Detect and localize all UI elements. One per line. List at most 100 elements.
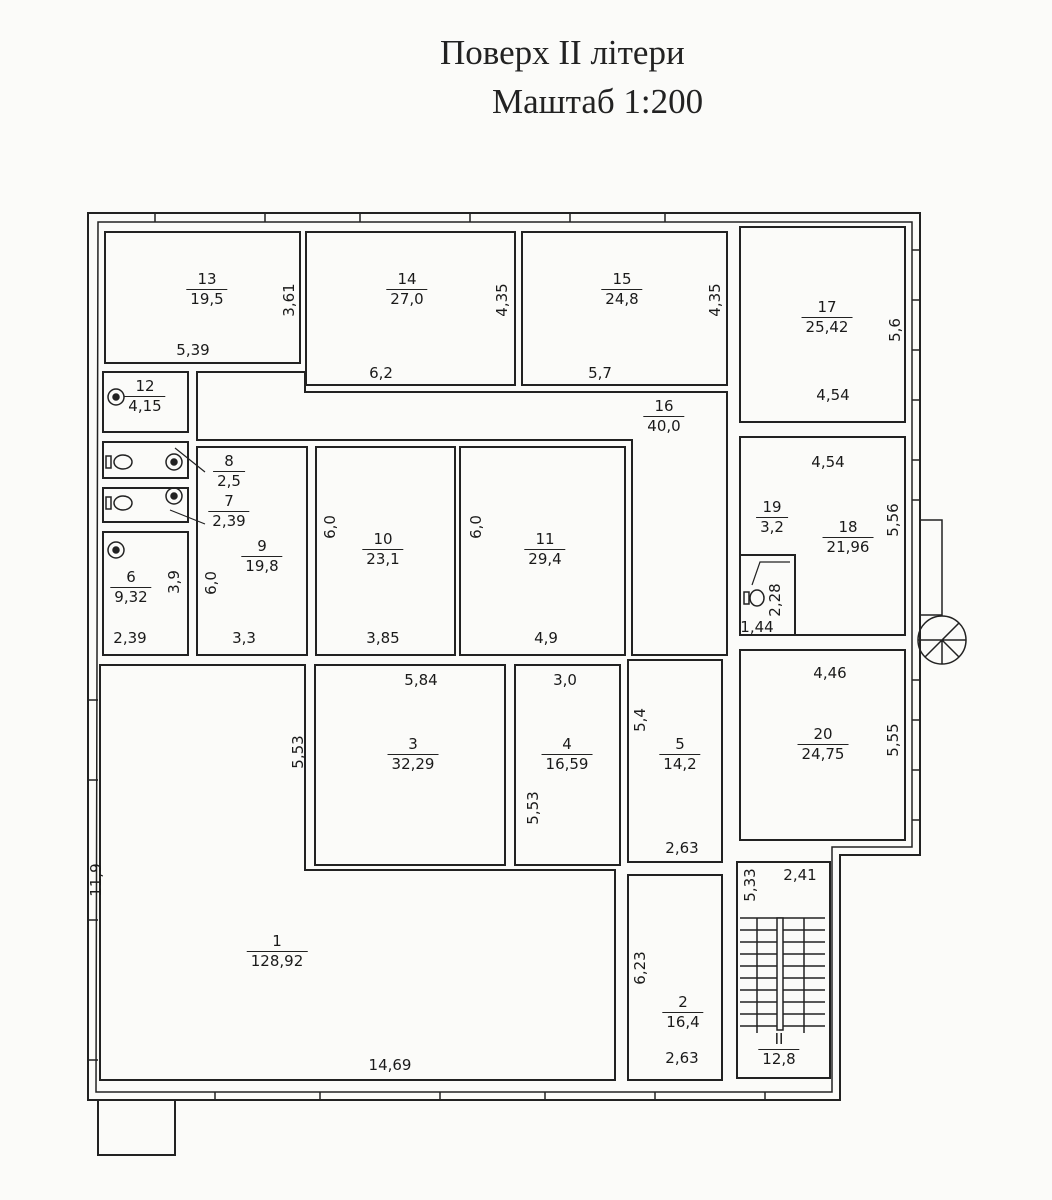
room-number: 11 [524, 530, 566, 550]
windows [88, 213, 920, 1100]
room-area: 12,8 [762, 1050, 796, 1068]
room-number: 8 [213, 452, 245, 472]
room-area: 16,59 [545, 755, 589, 773]
room-number: 19 [756, 498, 788, 518]
dimension: 5,53 [524, 791, 542, 825]
dimension: 5,39 [176, 341, 210, 359]
room-area: 4,15 [128, 397, 162, 415]
dimension: 3,9 [165, 570, 183, 594]
dimension: 6,2 [369, 364, 393, 382]
room-area: 24,8 [605, 290, 639, 308]
room-number: 18 [822, 518, 874, 538]
dimension: 5,4 [631, 708, 649, 732]
dimension: 5,53 [289, 735, 307, 769]
room-area: 3,2 [760, 518, 784, 536]
dimension: 4,9 [534, 629, 558, 647]
dimension: 4,54 [811, 453, 845, 471]
room-number: 10 [362, 530, 404, 550]
dimension: 1,44 [740, 618, 774, 636]
dimension: 2,39 [113, 629, 147, 647]
dimension: 3,0 [553, 671, 577, 689]
dimension: 5,56 [884, 503, 902, 537]
room-area: 40,0 [647, 417, 681, 435]
room-area: 32,29 [391, 755, 435, 773]
room-area: 25,42 [805, 318, 849, 336]
dimension: 4,46 [813, 664, 847, 682]
room-area: 19,5 [190, 290, 224, 308]
room-number: 20 [797, 725, 849, 745]
room-area: 9,32 [114, 588, 148, 606]
room-area: 27,0 [390, 290, 424, 308]
room-number: 12 [124, 377, 166, 397]
dimension: 3,61 [280, 283, 298, 317]
room-number: 3 [387, 735, 439, 755]
dimension: 5,6 [886, 318, 904, 342]
scale-label: Маштаб 1:200 [492, 82, 704, 121]
room-number: 13 [186, 270, 228, 290]
room-area: 2,39 [212, 512, 246, 530]
room-number: 9 [241, 537, 283, 557]
room-area: 14,2 [663, 755, 697, 773]
dimension: 2,28 [766, 583, 784, 617]
dimension: 6,0 [467, 515, 485, 539]
room-area: 2,5 [217, 472, 241, 490]
room-number: 5 [659, 735, 701, 755]
dimension: 2,41 [783, 866, 817, 884]
room-number: 7 [208, 492, 250, 512]
room-area: 128,92 [250, 952, 304, 970]
room-area: 21,96 [826, 538, 870, 556]
dimension: 3,85 [366, 629, 400, 647]
stair-icon [740, 917, 825, 1033]
dimension: 5,33 [741, 868, 759, 902]
floor-title: Поверх II літери [440, 33, 685, 72]
porch [97, 1099, 176, 1156]
room-number: 15 [601, 270, 643, 290]
room-area: 24,75 [801, 745, 845, 763]
room-number: 17 [801, 298, 853, 318]
outer-wall [87, 212, 921, 1101]
dimension: 6,0 [321, 515, 339, 539]
dimension: 4,35 [493, 283, 511, 317]
outer-wall-inner [95, 221, 913, 1093]
dimension: 5,7 [588, 364, 612, 382]
room-area: 19,8 [245, 557, 279, 575]
room-area: 29,4 [528, 550, 562, 568]
room-walls [99, 226, 906, 1081]
dimension: 2,63 [665, 839, 699, 857]
dimension: 5,55 [884, 723, 902, 757]
room-number: 4 [541, 735, 593, 755]
room-area: 16,4 [666, 1013, 700, 1031]
dimension: 4,35 [706, 283, 724, 317]
dimension: 11,9 [87, 863, 105, 897]
leader-lines [169, 447, 790, 586]
dimension: 14,69 [368, 1056, 412, 1074]
dimension: 4,54 [816, 386, 850, 404]
dimension: 6,0 [202, 571, 220, 595]
dimension: 6,23 [631, 951, 649, 985]
dimension: 2,63 [665, 1049, 699, 1067]
spiral-stair-icon [917, 519, 967, 665]
room-number: 14 [386, 270, 428, 290]
dimension: 5,84 [404, 671, 438, 689]
room-number: 6 [110, 568, 152, 588]
